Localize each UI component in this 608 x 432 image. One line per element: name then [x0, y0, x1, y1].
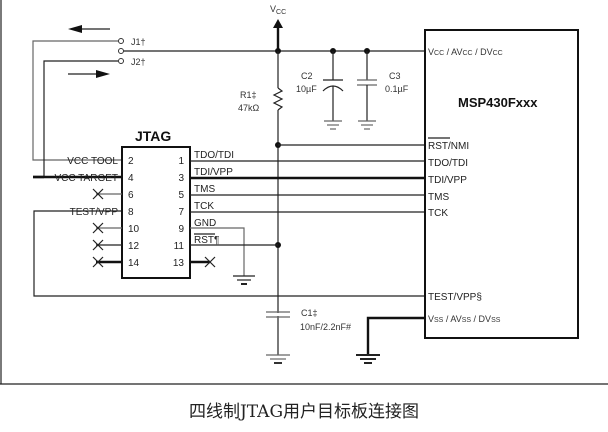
capacitor-c1-gap	[270, 313, 286, 316]
jtag-pin-4-signal: VCC TARGET	[54, 173, 118, 184]
jtag-title: JTAG	[135, 128, 171, 144]
mcu-pin-vss: VSS / AVSS / DVSS	[428, 314, 501, 324]
arrow-left-icon	[68, 25, 82, 33]
ground-icon	[324, 120, 342, 130]
jumper-j1-label: J1†	[131, 37, 146, 47]
jtag-pin-3-signal: TDI/VPP	[194, 167, 233, 178]
mcu-pin-tdi-vpp: TDI/VPP	[428, 175, 467, 186]
jtag-pin-7-signal: TCK	[194, 201, 214, 212]
arrow-right-icon	[96, 70, 110, 78]
ground-icon	[356, 354, 380, 364]
jtag-pin-5-signal: TMS	[194, 184, 215, 195]
jtag-pin-13-number: 13	[173, 258, 185, 269]
mcu-pin-vcc: VCC / AVCC / DVCC	[428, 47, 503, 57]
resistor-r1-value: 47kΩ	[238, 103, 260, 113]
jtag-pin-9-signal: GND	[194, 218, 216, 229]
jtag-pin-2-signal: VCC TOOL	[67, 156, 118, 167]
capacitor-c1-value: 10nF/2.2nF#	[300, 322, 351, 332]
no-connect-pin-6	[92, 188, 122, 200]
resistor-r1-name: R1‡	[240, 90, 257, 100]
ground-icon	[266, 354, 290, 364]
jtag-pin-11-signal: RST¶	[194, 235, 219, 246]
jtag-pin-7-number: 7	[178, 207, 184, 218]
jtag-pin-5-number: 5	[178, 190, 184, 201]
mcu-part-name: MSP430Fxxx	[458, 95, 538, 110]
resistor-r1-icon	[272, 87, 284, 111]
jtag-pin-11-number: 11	[174, 241, 185, 252]
jumper-common-terminal	[118, 48, 124, 54]
jumper-j2-terminal	[118, 58, 124, 64]
figure-caption: 四线制JTAG用户目标板连接图	[188, 402, 420, 422]
ground-icon	[233, 275, 255, 285]
jtag-pin-10-number: 10	[128, 224, 140, 235]
jtag-pin-8-signal: TEST/VPP	[70, 207, 119, 218]
jtag-pin-14-number: 14	[128, 258, 140, 269]
jtag-pin-3-number: 3	[178, 173, 184, 184]
wire-test-vpp	[33, 210, 425, 297]
capacitor-c1-name: C1‡	[301, 308, 318, 318]
no-connect-pin-14	[92, 256, 122, 268]
jumper-j2-label: J2†	[131, 57, 146, 67]
mcu-pin-tms: TMS	[428, 192, 449, 203]
jtag-pin-1-signal: TDO/TDI	[194, 150, 234, 161]
jumper-j1-terminal	[118, 38, 124, 44]
wire-vss	[366, 316, 425, 355]
no-connect-pin-12	[92, 239, 122, 251]
ground-icon	[358, 120, 376, 130]
jtag-pin-12-number: 12	[128, 241, 140, 252]
mcu-chip-box	[424, 29, 579, 339]
capacitor-c3-name: C3	[389, 71, 401, 81]
no-connect-pin-10	[92, 222, 122, 234]
wire-vcc-tool	[32, 40, 122, 161]
jtag-pin-1-number: 1	[178, 156, 184, 167]
jtag-pin-8-number: 8	[128, 207, 134, 218]
vcc-supply-label: VCC	[270, 4, 286, 16]
mcu-pin-tck: TCK	[428, 208, 448, 219]
mcu-pin-rst-nmi: RST/NMI	[428, 141, 469, 152]
capacitor-c2-name: C2	[301, 71, 313, 81]
jtag-connector-box	[121, 146, 191, 279]
jtag-pin-4-number: 4	[128, 173, 134, 184]
no-connect-pin-13	[190, 256, 216, 268]
jtag-pin-9-number: 9	[178, 224, 184, 235]
wire-gnd	[190, 227, 245, 276]
vcc-arrow-icon	[273, 19, 283, 28]
jtag-pin-2-number: 2	[128, 156, 134, 167]
capacitor-c3-value: 0.1µF	[385, 84, 409, 94]
mcu-pin-test-vpp: TEST/VPP§	[428, 292, 482, 303]
jtag-pin-6-number: 6	[128, 190, 134, 201]
mcu-pin-tdo-tdi: TDO/TDI	[428, 158, 468, 169]
capacitor-c2-value: 10µF	[296, 84, 317, 94]
